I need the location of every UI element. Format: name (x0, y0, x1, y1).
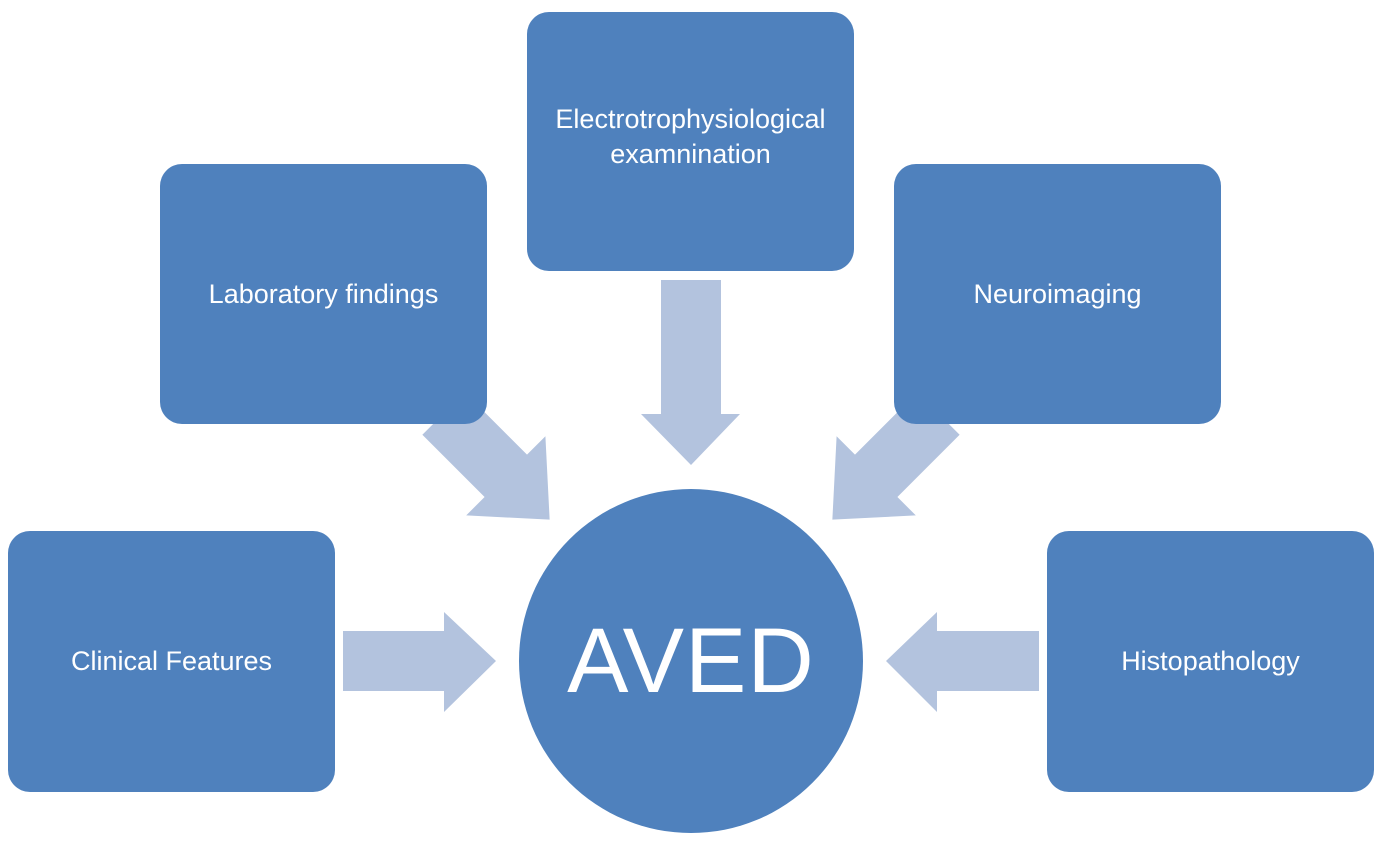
arrow-histo-to-aved (886, 612, 1039, 712)
electrophysiological-examination-label: Electrotrophysiological examnination (555, 104, 826, 169)
electrophysiological-examination-box: Electrotrophysiological examnination (527, 12, 854, 271)
aved-center-circle: AVED (519, 489, 863, 833)
histopathology-box: Histopathology (1047, 531, 1374, 792)
arrow-clinical-to-aved (343, 612, 496, 712)
arrow-lab-to-aved (422, 392, 550, 520)
arrow-neuro-to-aved (832, 392, 960, 520)
laboratory-findings-label: Laboratory findings (208, 278, 439, 309)
histopathology-label: Histopathology (1121, 646, 1300, 676)
aved-label: AVED (567, 609, 815, 712)
clinical-features-label: Clinical Features (70, 646, 273, 676)
laboratory-findings-box: Laboratory findings (160, 164, 487, 424)
arrow-electro-to-aved (641, 280, 740, 465)
neuroimaging-label: Neuroimaging (973, 278, 1142, 309)
neuroimaging-box: Neuroimaging (894, 164, 1221, 424)
clinical-features-box: Clinical Features (8, 531, 335, 792)
